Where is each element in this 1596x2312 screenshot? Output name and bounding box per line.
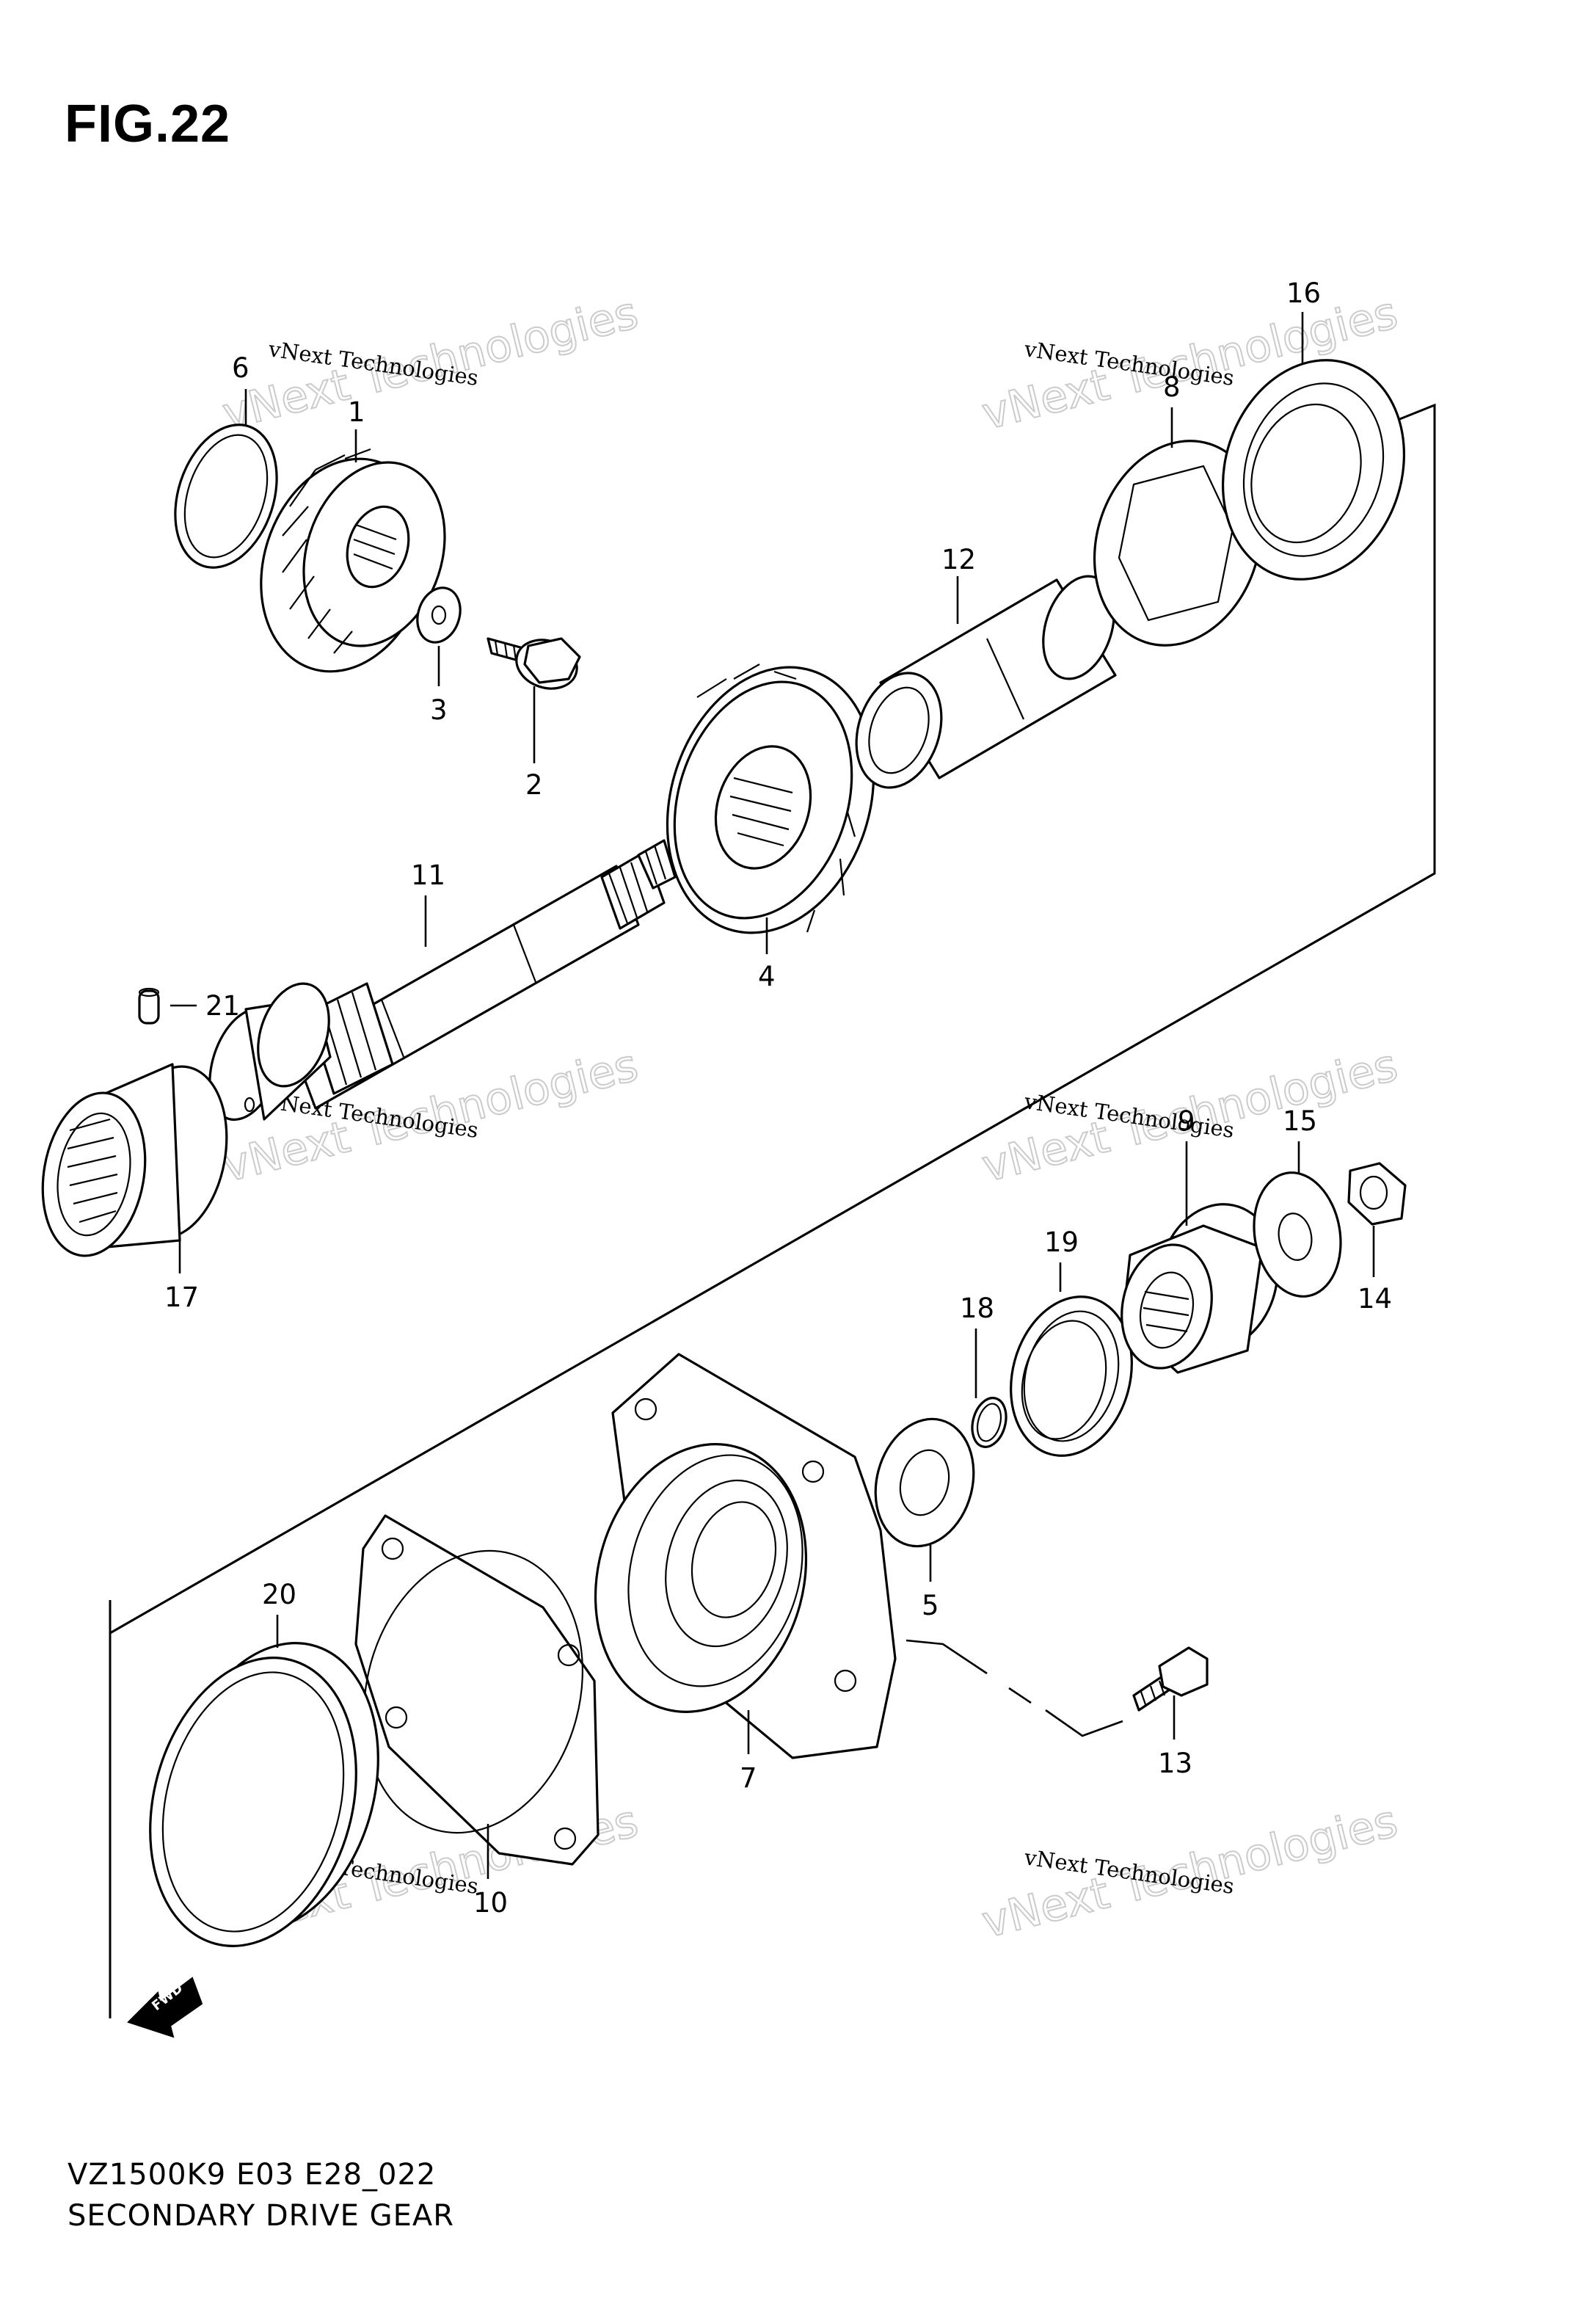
- callout-13: 13: [1158, 1748, 1192, 1779]
- callout-6: 6: [232, 352, 249, 384]
- callout-14: 14: [1358, 1283, 1392, 1315]
- leader-dash-13c: [1045, 1709, 1123, 1737]
- part-18-o-ring: [971, 1397, 1007, 1448]
- callout-1: 1: [348, 396, 365, 428]
- part-20-oil-seal: [149, 1642, 379, 1947]
- callout-3: 3: [430, 694, 448, 726]
- part-7-bearing-housing: [594, 1353, 897, 1759]
- part-8-retainer-nut: [1093, 440, 1263, 647]
- footer-title: SECONDARY DRIVE GEAR: [68, 2199, 455, 2233]
- callout-2: 2: [525, 769, 543, 801]
- part-9-coupling-flange: [1121, 1203, 1279, 1374]
- callout-12: 12: [941, 544, 976, 575]
- part-13-bolt: [1132, 1646, 1209, 1712]
- part-6-o-ring: [174, 423, 278, 569]
- figure-label: FIG.22: [65, 95, 231, 153]
- part-3-washer: [416, 586, 462, 644]
- callout-numbers: 6 1 3 2 4 11 12 8 16 21 17 9 15 14 19 18…: [164, 277, 1392, 1919]
- callout-9: 9: [1178, 1105, 1195, 1137]
- callout-7: 7: [740, 1762, 757, 1794]
- part-15-washer: [1253, 1171, 1342, 1298]
- callout-16: 16: [1286, 277, 1321, 309]
- part-11-drive-shaft: [208, 839, 677, 1122]
- callout-10: 10: [473, 1887, 508, 1919]
- part-19-seal-ring: [1010, 1295, 1133, 1457]
- callout-8: 8: [1163, 371, 1181, 403]
- part-21-pin: [138, 987, 160, 1025]
- part-10-gasket: [354, 1514, 600, 1866]
- callout-11: 11: [411, 859, 445, 891]
- watermark-top-left: vNext Technologies vNext Technologies: [217, 286, 644, 440]
- callout-21: 21: [205, 990, 240, 1022]
- part-16-oil-seal: [1221, 359, 1406, 581]
- watermark-bottom-right: vNext Technologies vNext Technologies: [977, 1795, 1404, 1949]
- part-1-bevel-gear: [260, 448, 446, 673]
- part-5-seal: [874, 1417, 975, 1548]
- assembly-frame: [109, 403, 1436, 2018]
- leader-dash-13b: [1008, 1687, 1032, 1704]
- leader-lines: [170, 312, 1375, 1879]
- callout-4: 4: [758, 961, 776, 992]
- part-14-nut: [1347, 1162, 1407, 1226]
- leader-dash-13a: [906, 1639, 988, 1675]
- callout-5: 5: [922, 1590, 939, 1621]
- callout-19: 19: [1044, 1226, 1079, 1258]
- forward-arrow-icon: FWD: [127, 1977, 203, 2038]
- part-2-bolt: [487, 637, 581, 690]
- callout-15: 15: [1283, 1105, 1317, 1137]
- part-17-needle-bearing: [41, 1063, 228, 1257]
- callout-17: 17: [164, 1282, 199, 1313]
- callout-18: 18: [960, 1293, 994, 1324]
- callout-20: 20: [262, 1579, 296, 1610]
- footer-model-code: VZ1500K9 E03 E28_022: [68, 2158, 437, 2192]
- part-4-bevel-gear: [666, 664, 875, 934]
- part-12-spacer-sleeve: [855, 575, 1117, 789]
